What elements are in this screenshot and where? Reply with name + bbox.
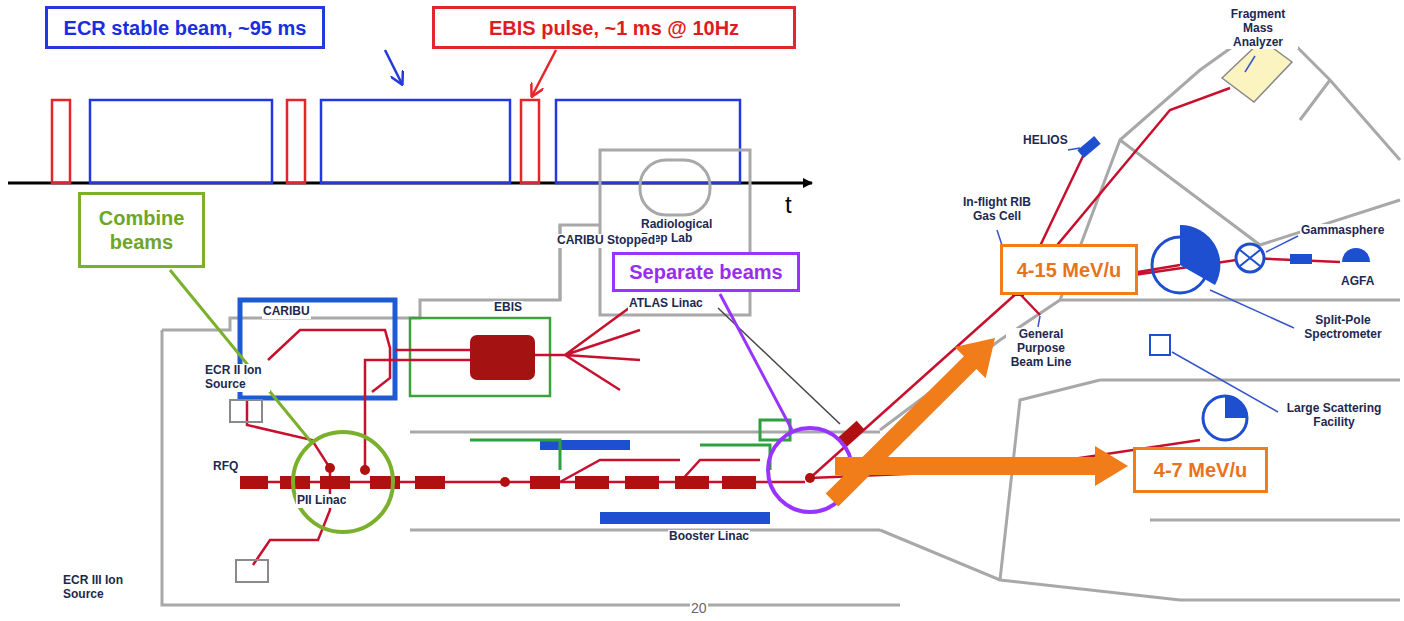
instrument-label: HELIOS	[1022, 134, 1069, 148]
callout-box: Combine beams	[78, 192, 205, 268]
box-text: EBIS pulse, ~1 ms @ 10Hz	[489, 16, 739, 40]
linac-label: PII Linac	[296, 494, 347, 508]
energy-box: 4-7 MeV/u	[1133, 447, 1268, 493]
instrument-label: Gammasphere	[1300, 224, 1385, 238]
callout-box: EBIS pulse, ~1 ms @ 10Hz	[432, 6, 796, 49]
callout-box: ECR stable beam, ~95 ms	[45, 6, 325, 49]
beamline-label: General Purpose Beam Line	[1006, 328, 1076, 369]
box-text: 4-7 MeV/u	[1154, 458, 1247, 482]
source-label: ECR II Ion Source	[204, 364, 270, 392]
instrument-label: Large Scattering Facility	[1280, 402, 1388, 430]
page-number: 20	[690, 600, 708, 616]
linac-label: ATLAS Linac	[628, 297, 704, 311]
energy-box: 4-15 MeV/u	[1000, 244, 1138, 295]
instrument-label: Fragment Mass Analyzer	[1218, 8, 1298, 49]
linac-label: Booster Linac	[668, 530, 750, 544]
ebis-enclosure	[410, 318, 550, 396]
area-label: CARIBU Stopped	[556, 234, 656, 248]
axis-label: t	[784, 191, 793, 219]
instrument-label: AGFA	[1340, 275, 1375, 289]
highlight-circles	[170, 270, 852, 532]
experimental-equipment	[1012, 40, 1370, 440]
source-label: ECR III Ion Source	[62, 574, 128, 602]
instrument-label: Split-Pole Spectrometer	[1296, 314, 1390, 342]
timing-diagram	[8, 50, 812, 183]
ion-source	[230, 400, 262, 422]
box-text: Combine beams	[89, 206, 194, 254]
box-text: Separate beams	[629, 260, 782, 284]
leader-lines	[718, 56, 1298, 424]
ion-source	[236, 560, 268, 582]
booster-parts	[470, 420, 790, 524]
instrument-label: In-flight RIB Gas Cell	[950, 196, 1044, 224]
box-text: 4-15 MeV/u	[1017, 258, 1121, 282]
building-walls	[162, 20, 1400, 605]
box-text: ECR stable beam, ~95 ms	[64, 16, 307, 40]
callout-box: Separate beams	[612, 252, 800, 292]
beam-lines	[245, 88, 1340, 565]
device-label: RFQ	[212, 460, 239, 474]
area-label: CARIBU	[262, 305, 311, 319]
beam-delivery-arrows	[826, 338, 1128, 506]
ebis-block	[470, 335, 535, 380]
device-label: EBIS	[493, 301, 523, 315]
